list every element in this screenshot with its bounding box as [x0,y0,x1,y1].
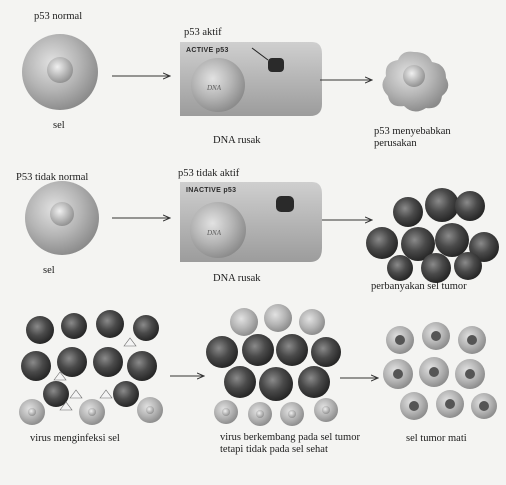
row2-inactive-p53-panel: INACTIVE p53 DNA [180,182,322,262]
row1-active-p53-panel: ACTIVE p53 DNA [180,42,322,116]
row2-left-bottom-label: sel [43,265,55,277]
row3-dead-tumor-cells [383,322,497,420]
row2-middle-top-label: p53 tidak aktif [178,168,239,180]
row1-left-bottom-label: sel [53,120,65,132]
row3-virus-infecting-cells [19,310,163,425]
row1-destroyed-cell [382,52,448,112]
row1-left-top-label: p53 normal [34,11,82,23]
row2-middle-bottom-label: DNA rusak [213,273,261,285]
row1-right-label: p53 menyebabkan perusakan [374,126,484,150]
bottom-right-label: sel tumor mati [406,433,467,445]
bottom-middle-label: virus berkembang pada sel tumor tetapi t… [220,432,380,456]
row3-virus-growing-cells [206,304,341,426]
row2-panel-text: INACTIVE p53 [186,187,236,194]
row2-abnormal-cell [25,181,99,255]
row1-middle-bottom-label: DNA rusak [213,135,261,147]
row1-middle-top-label: p53 aktif [184,27,222,39]
row1-panel-text: ACTIVE p53 [186,47,229,54]
row1-dna-scribble: DNA [206,84,222,92]
row1-normal-cell [22,34,98,110]
row2-dna-scribble: DNA [206,229,222,237]
row2-tumor-cluster [366,188,499,283]
bottom-left-label: virus menginfeksi sel [30,433,120,445]
row2-right-label: perbanyakan sel tumor [371,281,467,293]
row2-left-top-label: P53 tidak normal [16,172,88,184]
